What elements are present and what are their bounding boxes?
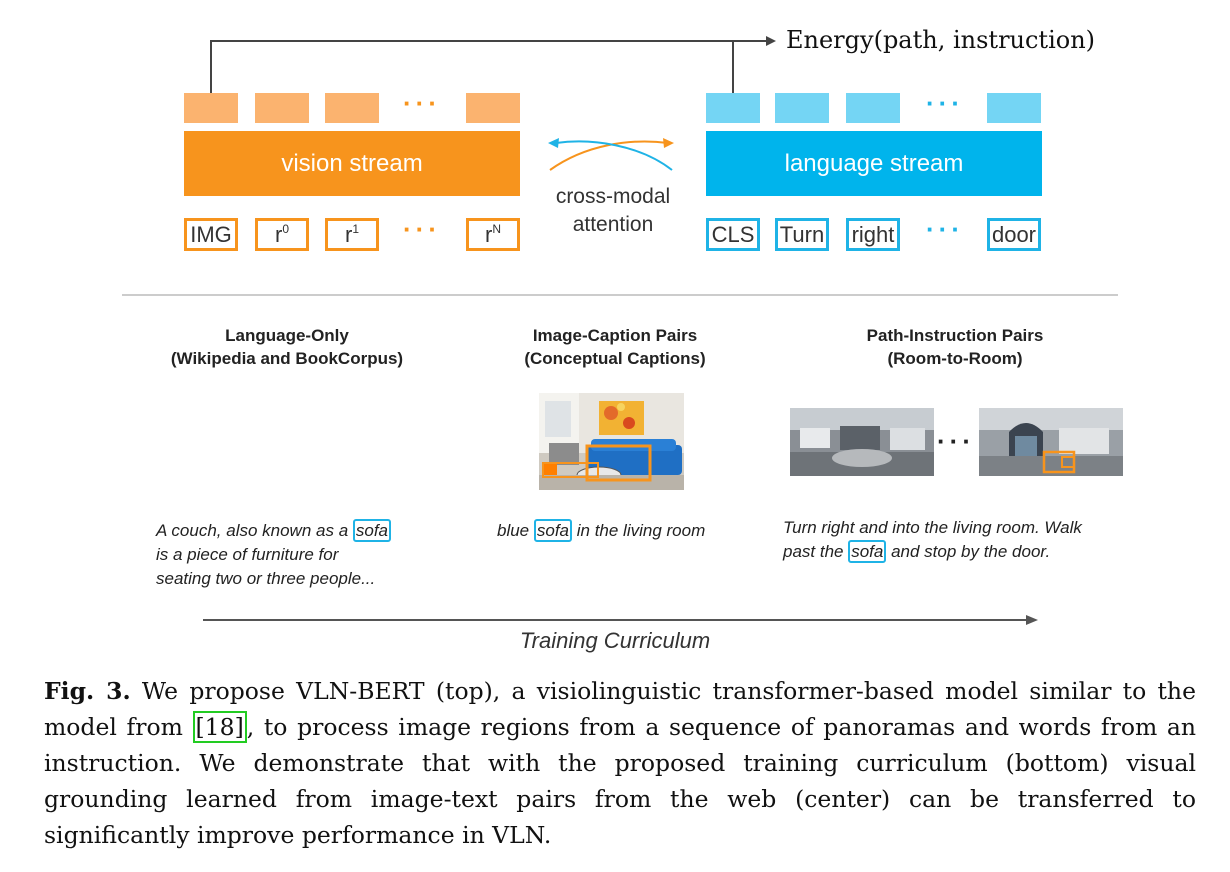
language-token-ellipsis: ··· — [926, 214, 964, 244]
vision-stream-block: vision stream — [184, 131, 520, 196]
language-output-token — [987, 93, 1041, 123]
language-token-right: right — [846, 218, 900, 251]
citation-link[interactable]: [18] — [192, 711, 247, 743]
vision-output-ellipsis: ··· — [403, 88, 441, 118]
column-title-line1: Path-Instruction Pairs — [866, 326, 1044, 345]
column-title-language-only: Language-Only (Wikipedia and BookCorpus) — [132, 324, 442, 370]
living-room-photo — [539, 393, 684, 490]
vision-token-img: IMG — [184, 218, 238, 251]
vision-token-ellipsis: ··· — [403, 214, 441, 244]
text-segment: blue — [497, 521, 534, 540]
sofa-highlight: sofa — [352, 519, 392, 542]
panorama-first — [790, 408, 934, 476]
vision-token-text: r — [274, 221, 283, 247]
column-title-line1: Image-Caption Pairs — [532, 326, 698, 345]
vision-token-sup: 0 — [282, 221, 289, 236]
vision-token-text: IMG — [190, 221, 232, 247]
sofa-highlight: sofa — [848, 540, 887, 563]
column-title-line2: (Wikipedia and BookCorpus) — [170, 349, 404, 368]
column-title-line1: Language-Only — [225, 326, 349, 345]
text-segment: past the — [783, 542, 849, 561]
training-curriculum-arrow — [203, 615, 1038, 625]
training-curriculum-label: Training Curriculum — [519, 628, 711, 653]
column-title-path-instruction: Path-Instruction Pairs (Room-to-Room) — [800, 324, 1110, 370]
attention-arrow-blue — [555, 140, 673, 171]
cross-modal-label-line1: cross-modal — [555, 185, 671, 208]
vision-output-token — [325, 93, 379, 123]
vision-token-sup: 1 — [352, 221, 359, 236]
vision-token-sup: N — [492, 221, 501, 236]
text-line: Turn right and into the living room. Wal… — [783, 518, 1082, 537]
language-token-cls: CLS — [706, 218, 760, 251]
cross-modal-label-line2: attention — [572, 213, 654, 236]
text-line: is a piece of furniture for — [156, 545, 339, 564]
energy-label: Energy(path, instruction) — [786, 26, 1096, 54]
language-token-text: Turn — [779, 221, 825, 247]
language-token-text: right — [851, 221, 895, 247]
image-caption-text: blue sofa in the living room — [497, 519, 705, 543]
language-output-token — [775, 93, 829, 123]
vision-output-token — [184, 93, 238, 123]
figure-caption: Fig. 3. We propose VLN-BERT (top), a vis… — [44, 673, 1196, 853]
text-line: past the sofa and stop by the door. — [783, 540, 1082, 564]
language-output-ellipsis: ··· — [926, 88, 964, 118]
diagram-connectors — [122, 36, 1118, 296]
language-token-turn: Turn — [775, 218, 829, 251]
vision-output-line — [210, 40, 773, 93]
sofa-highlight: sofa — [533, 519, 573, 542]
cross-modal-label: cross-modal attention — [536, 183, 690, 239]
vision-output-token — [255, 93, 309, 123]
panorama-ellipsis: ··· — [937, 426, 975, 456]
text-segment: in the living room — [572, 521, 706, 540]
panorama-illustration — [790, 408, 934, 476]
panorama-illustration — [979, 408, 1123, 476]
language-token-text: CLS — [711, 221, 755, 247]
language-token-text: door — [991, 221, 1037, 247]
caption-text: We propose VLN-BERT (top), a visiolingui… — [44, 677, 1196, 741]
text-segment: and stop by the door. — [886, 542, 1051, 561]
text-line: A couch, also known as a sofa — [156, 519, 392, 543]
column-title-line2: (Room-to-Room) — [887, 349, 1023, 368]
language-only-text: A couch, also known as a sofa is a piece… — [156, 519, 392, 591]
caption-text: , to process image regions from a sequen… — [44, 713, 1197, 849]
energy-arrowhead — [766, 36, 776, 46]
language-output-token — [706, 93, 760, 123]
language-stream-block: language stream — [706, 131, 1042, 196]
column-title-image-caption: Image-Caption Pairs (Conceptual Captions… — [460, 324, 770, 370]
language-token-door: door — [987, 218, 1041, 251]
path-instruction-text: Turn right and into the living room. Wal… — [783, 516, 1082, 564]
living-room-illustration — [539, 393, 684, 490]
column-title-line2: (Conceptual Captions) — [524, 349, 706, 368]
figure-label: Fig. 3. — [44, 677, 131, 705]
panorama-last — [979, 408, 1123, 476]
language-output-token — [846, 93, 900, 123]
text-segment: A couch, also known as a — [156, 521, 353, 540]
vision-token-text: r — [344, 221, 353, 247]
vision-output-token — [466, 93, 520, 123]
attention-arrow-orange — [549, 140, 669, 171]
text-line: seating two or three people... — [156, 569, 376, 588]
vision-token-text: r — [485, 221, 493, 247]
